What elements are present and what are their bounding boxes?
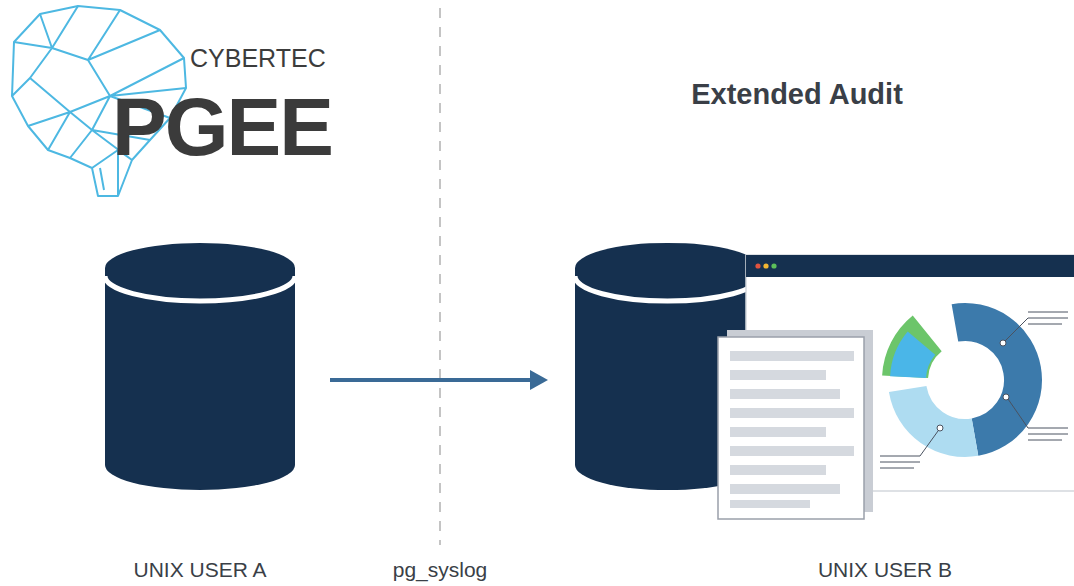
- divider: [439, 8, 441, 545]
- channel-label: pg_syslog: [393, 558, 488, 581]
- product-name: PGEE: [112, 82, 332, 172]
- diagram-title: Extended Audit: [691, 78, 903, 111]
- user-label: UNIX USER B: [818, 558, 952, 582]
- brand-name: CYBERTEC: [190, 44, 326, 72]
- report-document: [718, 330, 873, 519]
- database-node: UNIX USER B: [575, 243, 760, 490]
- user-label: UNIX USER A: [133, 558, 266, 582]
- flow-arrow: [330, 370, 548, 390]
- database-node: UNIX USER A: [105, 243, 295, 490]
- database-cylinder: [105, 243, 295, 490]
